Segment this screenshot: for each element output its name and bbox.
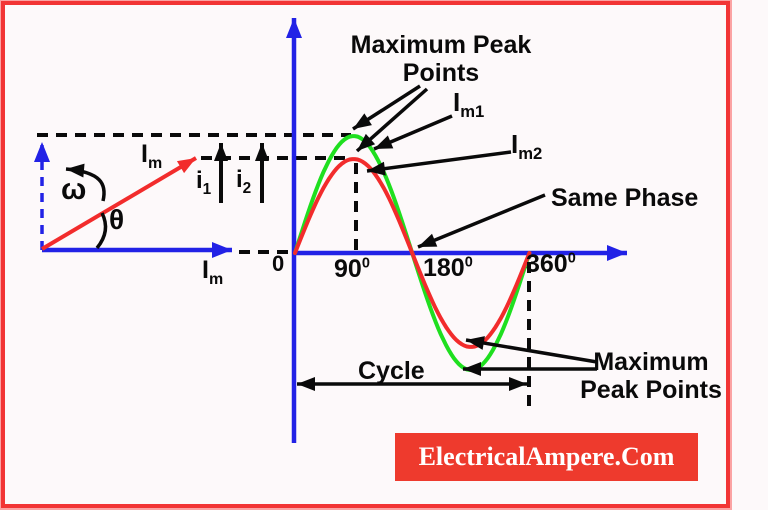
watermark-box: ElectricalAmpere.Com	[395, 433, 698, 481]
label-im2: Im2	[511, 129, 543, 164]
label-max-peak-bottom: Maximum Peak Points	[580, 348, 722, 404]
arrow-im2	[366, 150, 512, 176]
tick-0: 0	[272, 251, 285, 276]
label-im1: Im1	[453, 87, 485, 122]
arrow-trough-red	[465, 336, 598, 364]
label-im-axis: Im	[202, 256, 224, 288]
tick-90: 900	[334, 255, 370, 283]
label-same-phase: Same Phase	[551, 184, 699, 212]
arrow-same-phase	[417, 193, 546, 249]
label-i2: i2	[236, 166, 252, 197]
arrow-im1	[373, 114, 453, 151]
diagram-border	[0, 0, 732, 510]
tick-360: 3600	[526, 250, 576, 278]
arrow-peak-green	[352, 84, 421, 131]
watermark-text: ElectricalAmpere.Com	[418, 442, 675, 471]
label-cycle: Cycle	[358, 357, 425, 385]
label-max-peak-top: Maximum Peak Points	[350, 31, 532, 87]
wave-red-im2	[293, 157, 532, 349]
label-i1: i1	[196, 167, 212, 198]
omega-rotation-arrow	[65, 163, 106, 202]
label-theta: θ	[109, 204, 125, 235]
tick-180: 1800	[423, 254, 473, 282]
theta-angle-arc	[95, 212, 108, 250]
phasor-vector-im	[40, 156, 198, 251]
arrow-peak-red	[355, 87, 429, 153]
label-im-vector: Im	[141, 140, 163, 172]
label-omega: ω	[61, 173, 87, 206]
